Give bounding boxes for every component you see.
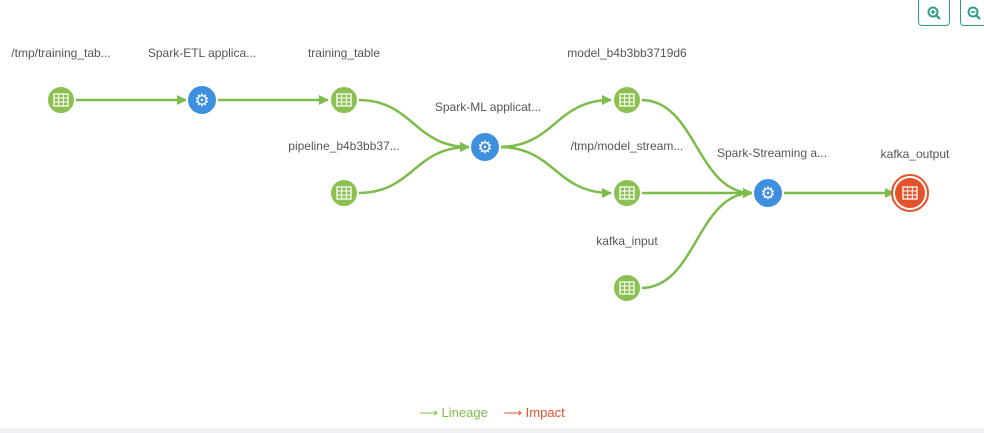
nodes: ⚙ ⚙ ⚙ (46, 84, 929, 303)
node-label-n8: kafka_input (596, 234, 658, 248)
node-n4[interactable] (329, 178, 359, 208)
edges (75, 95, 895, 290)
footer-bar (0, 428, 984, 433)
node-n6[interactable] (612, 85, 642, 115)
svg-text:⚙: ⚙ (194, 91, 209, 111)
node-label-n3: training_table (307, 46, 381, 60)
legend: ⟶ Lineage ⟶ Impact (0, 405, 984, 421)
zoom-out-button[interactable] (960, 0, 984, 26)
node-n10[interactable] (891, 174, 929, 212)
node-n5[interactable]: ⚙ (469, 131, 501, 163)
zoom-in-button[interactable] (918, 0, 950, 26)
node-n7[interactable] (612, 178, 642, 208)
node-n9[interactable]: ⚙ (752, 177, 784, 209)
edge-n5-n7 (498, 145, 612, 198)
node-label-n1: /tmp/training_tab... (11, 46, 111, 60)
edge-n5-n6 (498, 95, 612, 149)
node-n2[interactable]: ⚙ (186, 84, 218, 116)
legend-impact: ⟶ Impact (503, 405, 565, 420)
node-label-n10: kafka_output (880, 147, 950, 161)
edge-n8-n9 (640, 188, 753, 290)
node-n8[interactable] (612, 273, 642, 303)
node-label-n6: model_b4b3bb3719d6 (567, 46, 687, 60)
node-n3[interactable] (329, 85, 359, 115)
edge-n3-n5 (357, 98, 470, 152)
process-node-circle (469, 131, 501, 163)
node-label-n5: Spark-ML applicat... (434, 100, 542, 114)
svg-text:⚙: ⚙ (477, 138, 492, 158)
node-n1[interactable] (46, 85, 76, 115)
svg-text:⚙: ⚙ (760, 184, 775, 204)
zoom-out-icon (967, 6, 981, 20)
edge-n4-n5 (357, 142, 470, 195)
zoom-in-icon (927, 6, 941, 20)
node-label-n7: /tmp/model_stream... (570, 139, 684, 153)
node-label-n2: Spark-ETL applica... (147, 46, 257, 60)
node-label-n9: Spark-Streaming a... (716, 146, 828, 160)
edge-n6-n9 (640, 98, 753, 198)
node-label-n4: pipeline_b4b3bb37... (288, 139, 400, 153)
legend-lineage: ⟶ Lineage (419, 405, 488, 420)
process-node-circle (752, 177, 784, 209)
process-node-circle (186, 84, 218, 116)
